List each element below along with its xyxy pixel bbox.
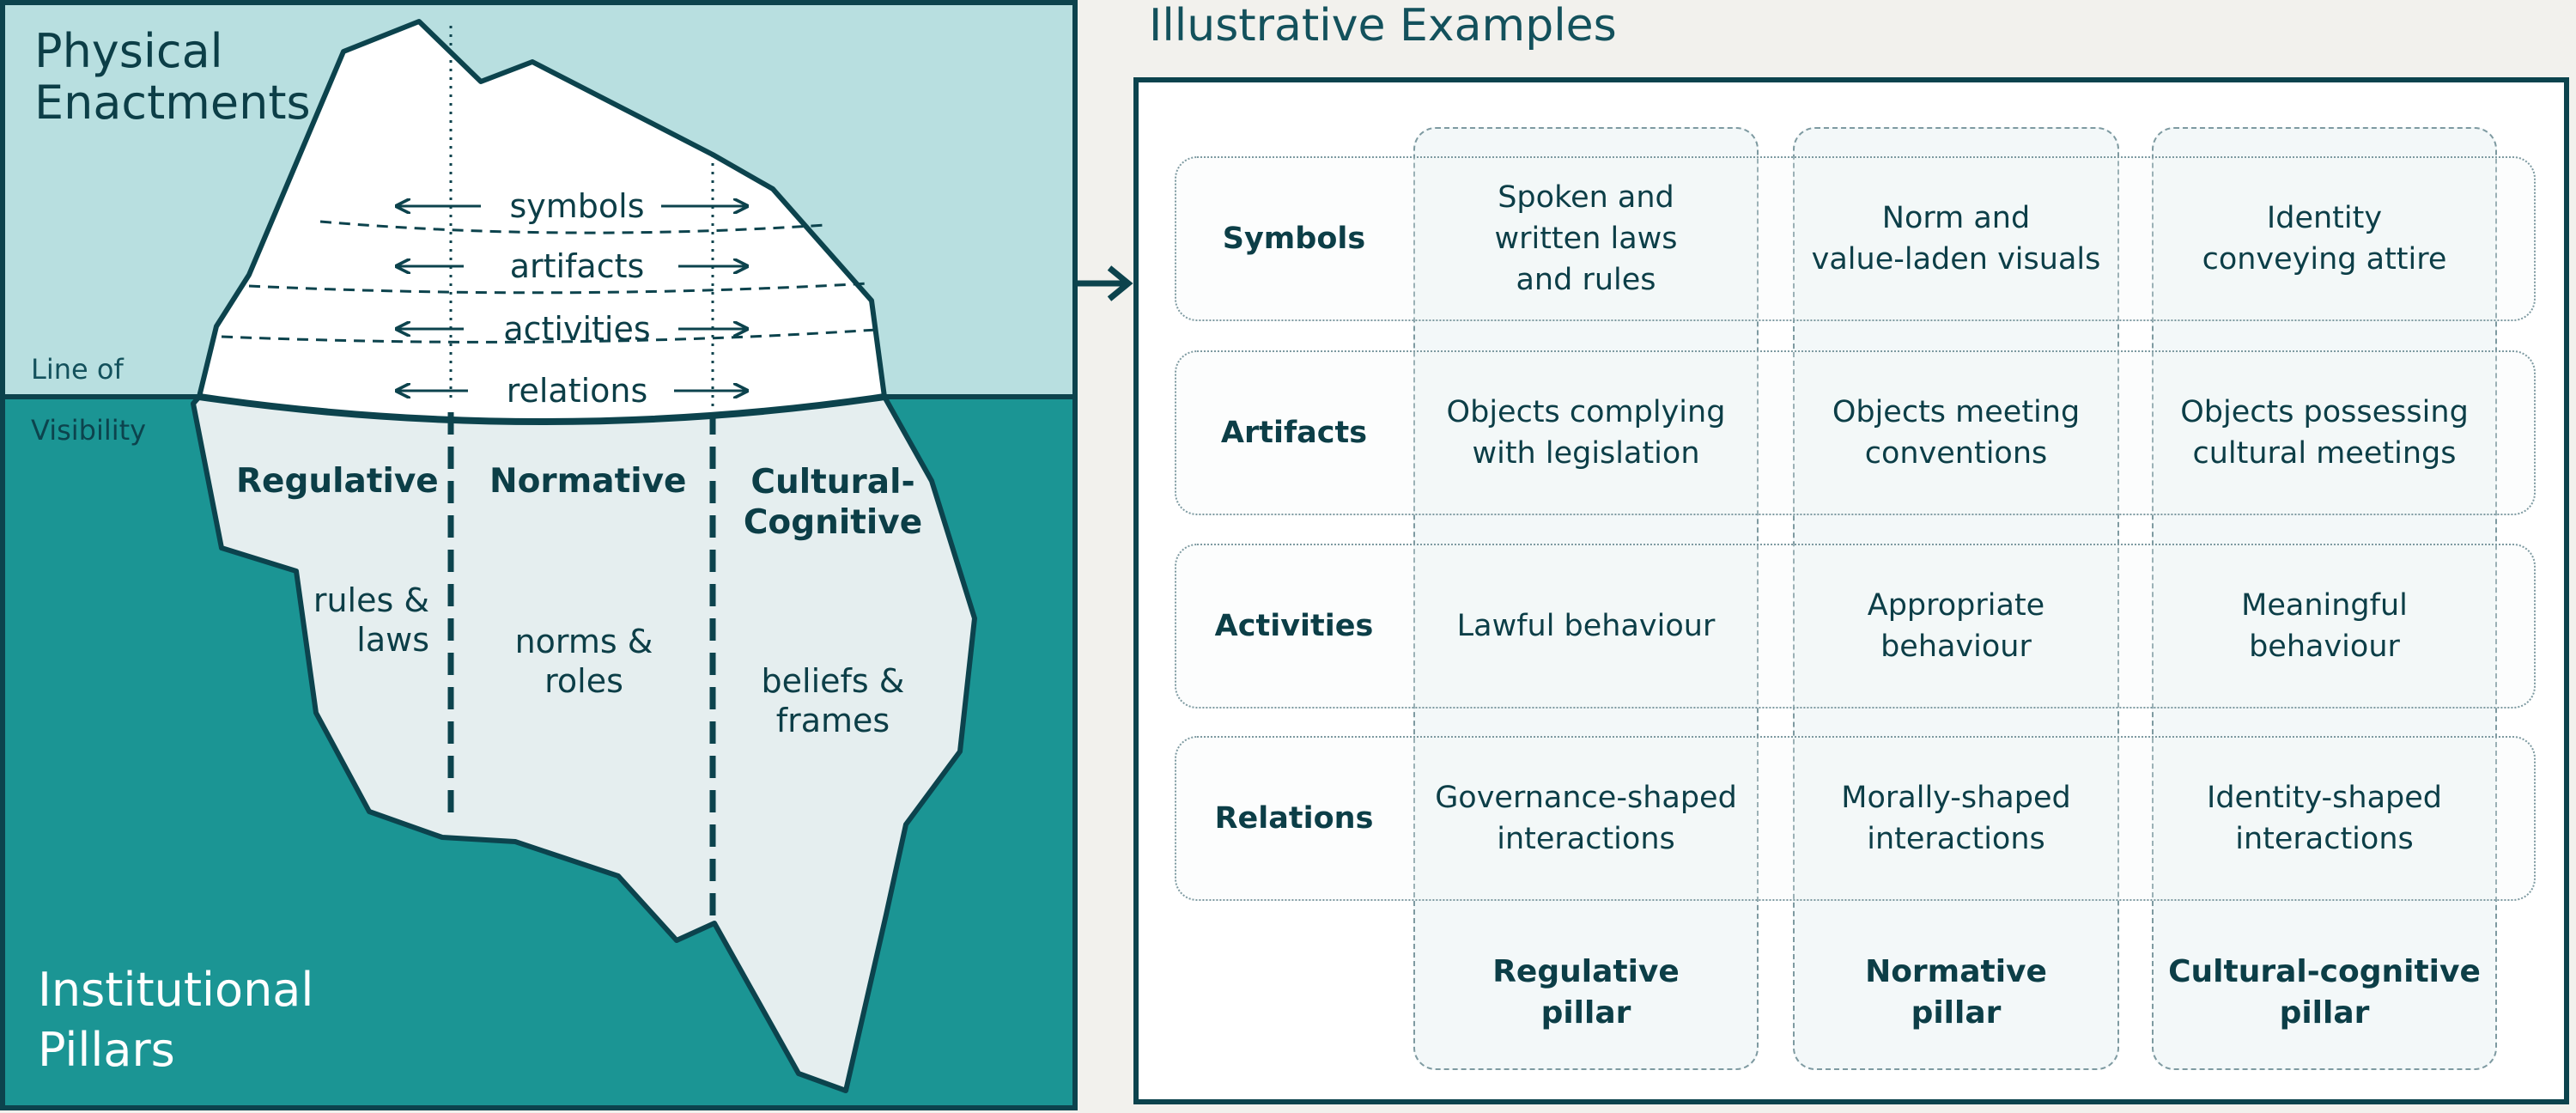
example-cell: Appropriate behaviour <box>1867 588 2045 664</box>
pillar-label-cultural-cognitive: Cultural-cognitive pillar <box>2168 954 2481 1031</box>
pillar-desc-cultural-cognitive: beliefs & frames <box>761 662 905 739</box>
pillar-desc-normative: norms & roles <box>514 623 653 700</box>
layer-divider <box>248 282 870 295</box>
line-of-visibility-label: Line of <box>31 353 124 386</box>
example-cell: Identity-shaped interactions <box>2207 781 2442 856</box>
physical-enactments-label: Physical Enactments <box>34 24 311 130</box>
pillar-name-cultural-cognitive: Cultural- Cognitive <box>743 463 923 542</box>
layer-label-relations: relations <box>507 372 648 410</box>
column-normative <box>1793 127 2119 1070</box>
pillar-desc-regulative: rules & laws <box>313 581 429 659</box>
pillar-name-regulative: Regulative <box>236 462 439 501</box>
example-cell: Identity conveying attire <box>2202 201 2447 277</box>
row-label-activities: Activities <box>1214 609 1374 643</box>
diagram-frame <box>0 0 1078 1110</box>
example-cell: Lawful behaviour <box>1456 609 1716 643</box>
pillar-label-normative: Normative pillar <box>1865 954 2047 1031</box>
visibility-label: Visibility <box>31 414 146 447</box>
column-cultural-cognitive <box>2152 127 2497 1070</box>
pillar-name-normative: Normative <box>489 462 687 501</box>
example-cell: Spoken and written laws and rules <box>1494 180 1678 297</box>
layer-arrows <box>397 206 747 391</box>
layer-label-symbols: symbols <box>509 187 644 225</box>
row-symbols <box>1175 156 2536 321</box>
example-cell: Morally-shaped interactions <box>1841 781 2071 856</box>
row-label-relations: Relations <box>1214 801 1374 836</box>
iceberg-diagram: symbols artifacts activities relations L… <box>0 0 1078 1110</box>
layer-label-activities: activities <box>503 310 650 348</box>
examples-panel: Symbols Artifacts Activities Relations S… <box>1133 77 2569 1104</box>
panel-title: Illustrative Examples <box>1149 0 1617 52</box>
example-cell: Norm and value-laden visuals <box>1811 201 2101 277</box>
row-label-symbols: Symbols <box>1222 222 1366 256</box>
row-activities <box>1175 544 2536 709</box>
example-cell: Objects meeting conventions <box>1832 395 2081 471</box>
layer-divider <box>221 328 877 344</box>
column-regulative <box>1413 127 1759 1070</box>
layer-divider <box>319 220 827 234</box>
example-cell: Objects possessing cultural meetings <box>2180 395 2469 471</box>
example-cell: Meaningful behaviour <box>2241 588 2408 664</box>
waterline-curve <box>198 393 885 425</box>
connector-arrow <box>1075 265 1133 301</box>
row-artifacts <box>1175 350 2536 515</box>
pillar-label-regulative: Regulative pillar <box>1492 954 1680 1031</box>
example-cell: Governance-shaped interactions <box>1435 781 1737 856</box>
layer-label-artifacts: artifacts <box>510 247 645 285</box>
row-relations <box>1175 736 2536 901</box>
row-label-artifacts: Artifacts <box>1220 416 1368 450</box>
example-cell: Objects complying with legislation <box>1446 395 1726 471</box>
institutional-pillars-label: Institutional Pillars <box>38 963 314 1077</box>
